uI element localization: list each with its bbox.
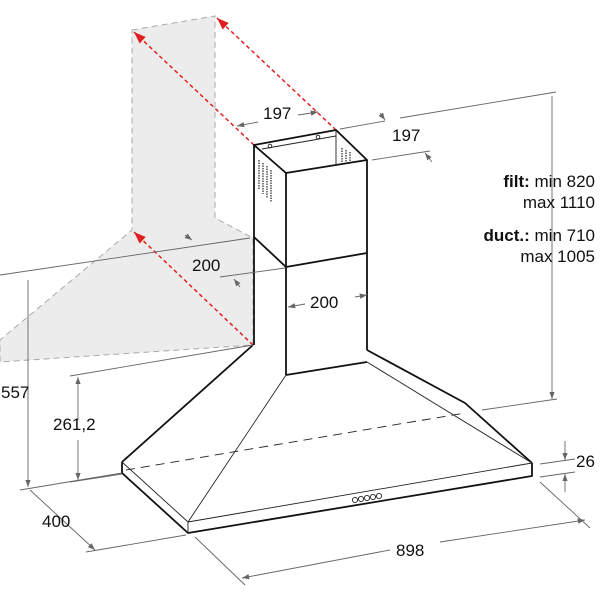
svg-text:duct.: min 710: duct.: min 710 <box>484 226 596 245</box>
filt-max: max 1110 <box>523 193 595 212</box>
filt-min: min 820 <box>535 172 595 191</box>
lower-chimney-width-label: 200 <box>310 293 338 312</box>
hood-body <box>121 344 533 534</box>
hood-depth-label: 400 <box>42 512 70 531</box>
chimney-depth-label: 197 <box>392 126 420 145</box>
total-height-label: 557 <box>1 383 29 402</box>
control-buttons <box>351 492 383 504</box>
duct-min: min 710 <box>535 226 595 245</box>
upper-chimney <box>253 129 368 375</box>
chimney-width-label: 197 <box>263 104 291 123</box>
hood-width-label: 898 <box>396 541 424 560</box>
dimension-lines <box>0 91 591 586</box>
hood-height-label: 261,2 <box>53 415 96 434</box>
flange-height-label: 26 <box>576 452 595 471</box>
svg-text:filt: min 820: filt: min 820 <box>503 172 595 191</box>
vent-grille-icon <box>258 148 351 202</box>
lower-chimney <box>253 236 368 376</box>
red-guide-lines <box>133 17 337 346</box>
filt-label: filt: <box>503 172 529 191</box>
duct-label: duct.: <box>484 226 530 245</box>
wall-silhouette <box>0 15 254 363</box>
lower-chimney-depth-label: 200 <box>192 256 220 275</box>
height-notes: filt: min 820 max 1110 duct.: min 710 ma… <box>484 172 596 266</box>
duct-max: max 1005 <box>520 247 595 266</box>
